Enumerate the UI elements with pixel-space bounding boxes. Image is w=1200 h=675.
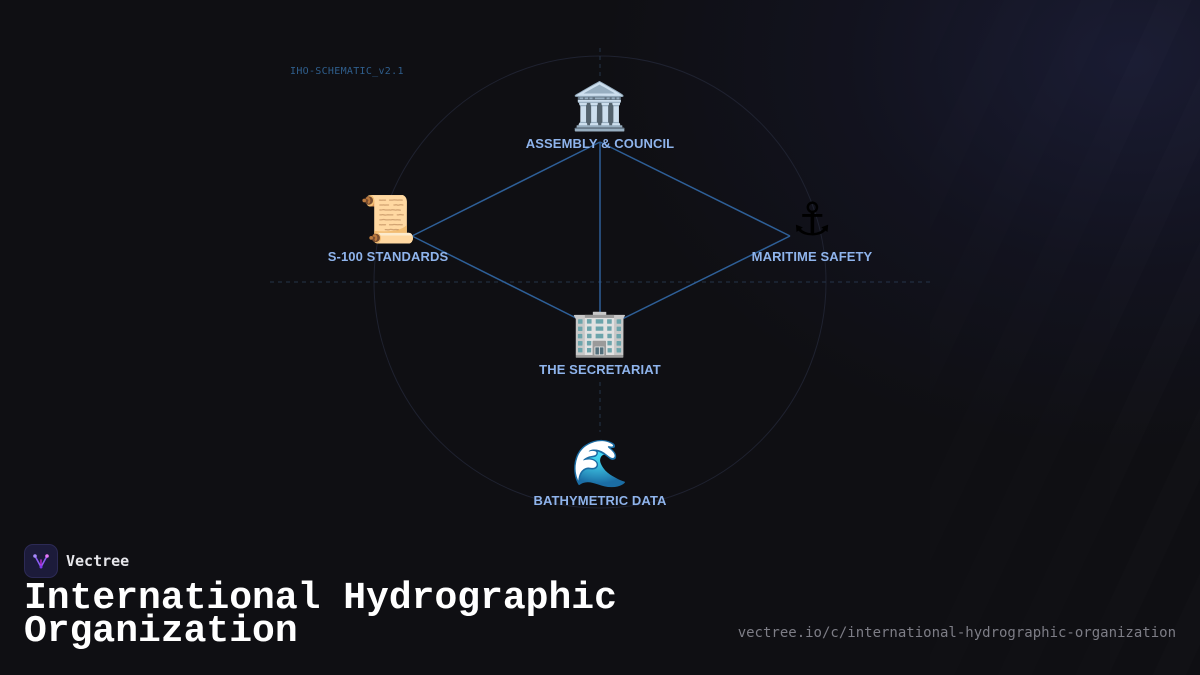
page-url: vectree.io/c/international-hydrographic-… — [737, 625, 1176, 641]
page-title: International Hydrographic Organization — [24, 577, 617, 653]
edge-safety-secretariat — [599, 235, 791, 331]
edge-standards-secretariat — [411, 235, 601, 331]
vectree-logo-icon — [24, 544, 58, 578]
edge-assembly-standards — [411, 141, 601, 237]
node-label: ASSEMBLY & COUNCIL — [525, 136, 675, 151]
anchor-icon: ⚓ — [791, 192, 833, 246]
node-label: THE SECRETARIAT — [539, 362, 661, 377]
node-label: S-100 STANDARDS — [327, 249, 449, 264]
classical-building-icon: 🏛️ — [571, 79, 629, 133]
office-building-icon: 🏢 — [571, 305, 629, 359]
node-secretariat: 🏢 THE SECRETARIAT — [500, 304, 700, 377]
node-label: BATHYMETRIC DATA — [533, 493, 667, 508]
node-bathymetric: 🌊 BATHYMETRIC DATA — [500, 435, 700, 508]
brand-name: Vectree — [66, 552, 130, 570]
edge-assembly-safety — [599, 141, 791, 237]
water-wave-icon: 🌊 — [571, 436, 629, 490]
node-assembly: 🏛️ ASSEMBLY & COUNCIL — [500, 78, 700, 151]
scroll-icon: 📜 — [359, 192, 417, 246]
node-safety: ⚓ MARITIME SAFETY — [712, 191, 912, 264]
node-standards: 📜 S-100 STANDARDS — [288, 191, 488, 264]
node-label: MARITIME SAFETY — [751, 249, 873, 264]
brand: Vectree — [24, 544, 129, 578]
schematic-tag: IHO-SCHEMATIC_v2.1 — [290, 66, 404, 77]
